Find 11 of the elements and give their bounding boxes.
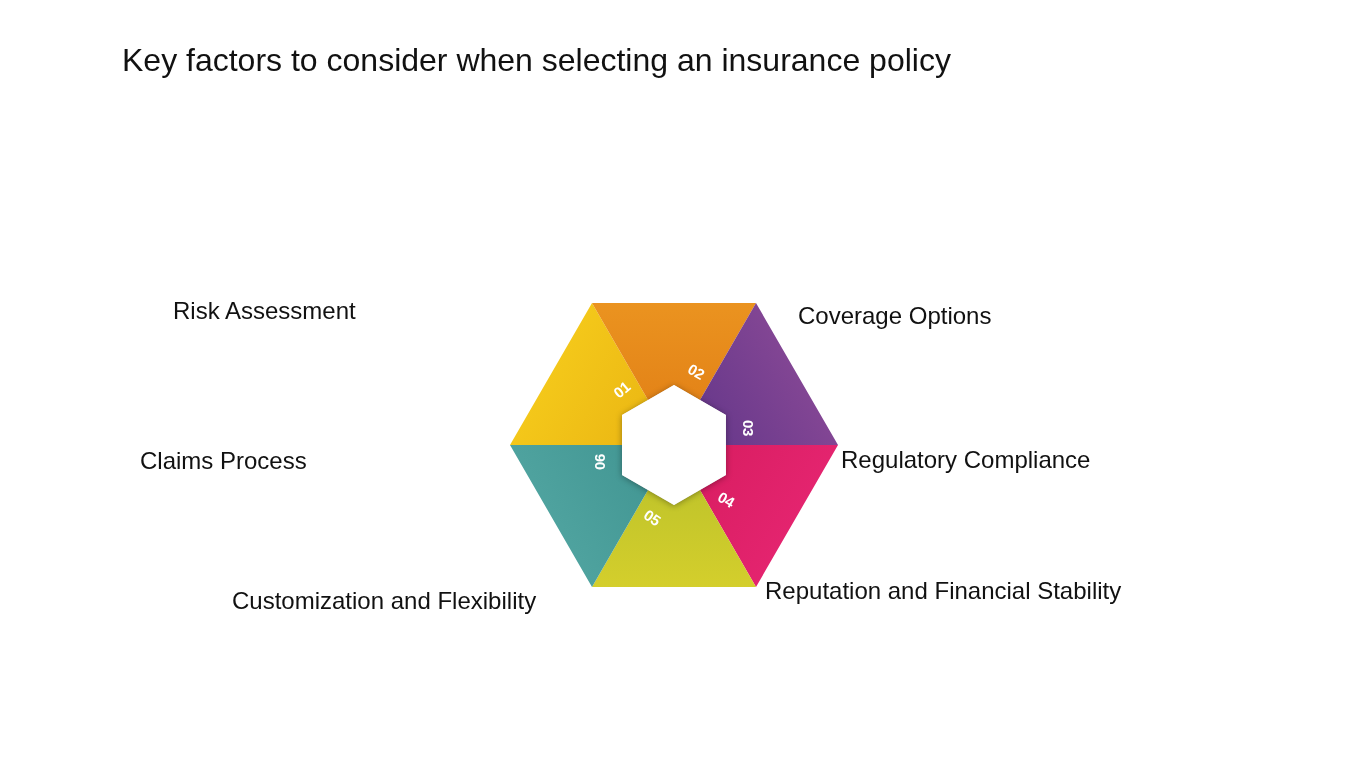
factor-label: Risk Assessment bbox=[173, 297, 356, 325]
title: Key factors to consider when selecting an insurance policy bbox=[122, 41, 951, 80]
factor-label: Claims Process bbox=[140, 447, 307, 475]
step-number: 03 bbox=[740, 419, 756, 436]
step-number: 02 bbox=[685, 361, 707, 384]
factor-label: Regulatory Compliance bbox=[841, 446, 1091, 474]
factor-label: Coverage Options bbox=[798, 302, 992, 330]
step-number: 05 bbox=[640, 506, 664, 529]
step-number: 06 bbox=[592, 454, 608, 471]
factor-label: Reputation and Financial Stability bbox=[765, 577, 1122, 605]
factor-label: Customization and Flexibility bbox=[232, 587, 537, 615]
